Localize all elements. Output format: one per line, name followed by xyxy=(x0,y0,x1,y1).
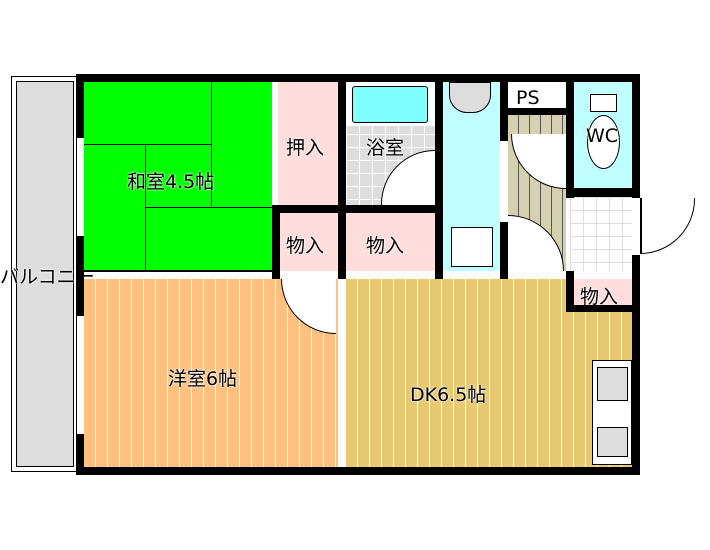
sink xyxy=(449,82,491,113)
wc-door-swing[interactable] xyxy=(511,134,566,189)
oshiire-label: 押入 xyxy=(286,137,325,159)
closet-right xyxy=(574,279,632,305)
wc-label: WC xyxy=(586,125,619,147)
bathtub xyxy=(352,86,428,123)
washitsu-label: 和室4.5帖 xyxy=(127,171,215,193)
room-wc xyxy=(574,82,632,188)
kitchen-sink xyxy=(597,367,628,401)
closet-middle xyxy=(346,213,435,271)
storage-middle-label: 物入 xyxy=(366,235,405,257)
balcony xyxy=(11,76,77,472)
storage-left-label: 物入 xyxy=(286,235,325,257)
ps-label: PS xyxy=(516,87,540,109)
room-ps xyxy=(508,82,566,109)
room-oshiire xyxy=(278,82,338,205)
kitchen-counter xyxy=(592,360,632,465)
stove-icon xyxy=(597,427,628,457)
washroom xyxy=(443,82,500,271)
balcony-label: バルコニー xyxy=(0,266,95,288)
hallway xyxy=(508,115,566,271)
youshitsu-label: 洋室6帖 xyxy=(168,368,238,390)
closet-left xyxy=(280,213,338,271)
room-washitsu xyxy=(84,82,272,271)
entrance xyxy=(570,197,632,271)
washroom-door-swing[interactable] xyxy=(508,215,564,271)
room-bath xyxy=(346,82,435,205)
storage-right-label: 物入 xyxy=(580,286,619,308)
washing-machine xyxy=(451,227,493,267)
dk-label: DK6.5帖 xyxy=(410,384,487,406)
entrance-door[interactable] xyxy=(640,198,695,254)
toilet-bowl xyxy=(587,115,620,169)
toilet-tank xyxy=(590,94,617,112)
bath-label: 浴室 xyxy=(366,137,405,159)
